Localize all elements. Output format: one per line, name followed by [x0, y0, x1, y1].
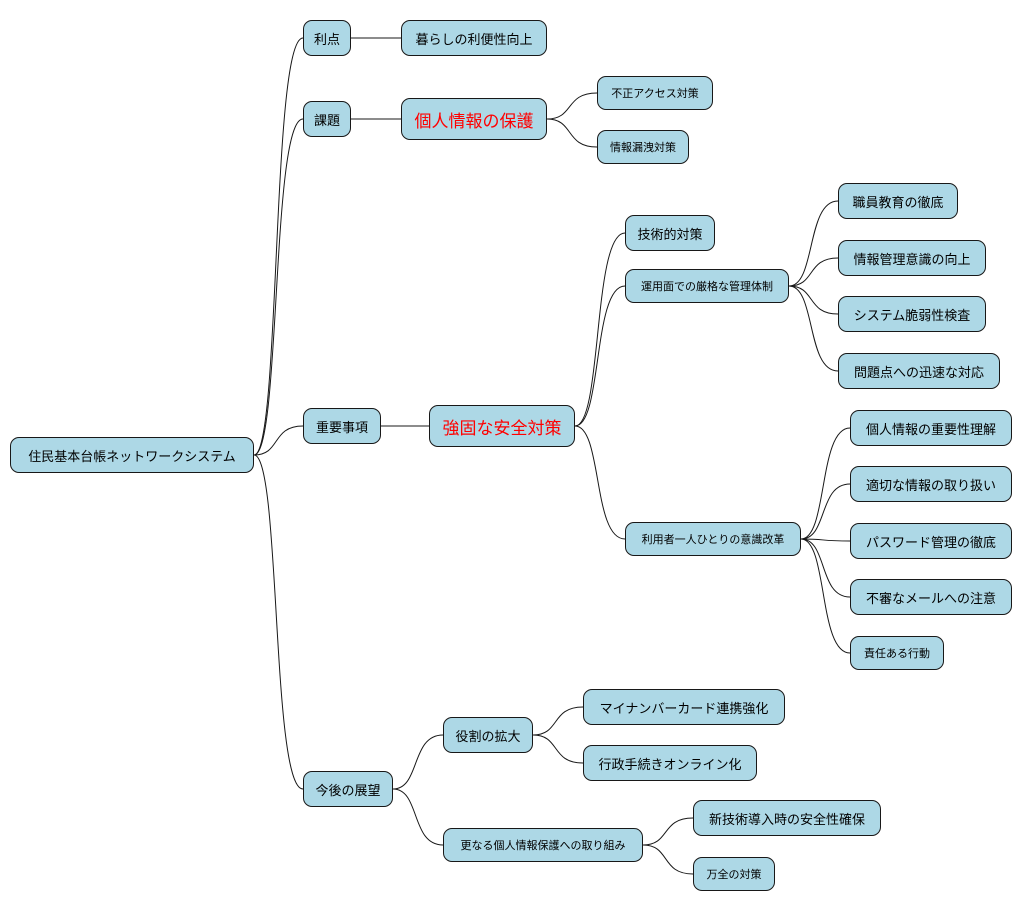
edge-user-to-user-2 [800, 538, 851, 542]
edge-ops-to-ops-3 [788, 285, 839, 372]
node-merit: 利点 [303, 20, 351, 56]
edge-future-to-protect [392, 788, 444, 846]
node-thorough-measures: 万全の対策 [693, 857, 775, 891]
edge-root-to-future [253, 454, 304, 790]
edge-ops-to-ops-0 [788, 200, 839, 287]
edge-protect-to-protect-0 [642, 817, 694, 846]
edge-future-to-role [392, 734, 444, 790]
edge-protect-to-protect-1 [642, 844, 694, 875]
node-further-protection: 更なる個人情報保護への取り組み [443, 828, 643, 862]
node-new-tech-safety: 新技術導入時の安全性確保 [693, 800, 881, 836]
node-convenience: 暮らしの利便性向上 [401, 20, 547, 56]
edge-root-to-issue [253, 118, 304, 456]
node-responsible-action: 責任ある行動 [850, 636, 944, 670]
node-robust-security: 強固な安全対策 [429, 405, 575, 447]
edge-user-to-user-3 [800, 538, 851, 598]
node-online-procedures: 行政手続きオンライン化 [583, 745, 757, 781]
edge-role-to-role-1 [532, 734, 584, 764]
node-mynumber: マイナンバーカード連携強化 [583, 689, 785, 725]
edge-user-to-user-0 [800, 427, 851, 540]
node-rapid-response: 問題点への迅速な対応 [838, 353, 1000, 389]
edge-user-to-user-4 [800, 538, 851, 654]
node-privacy-protection: 個人情報の保護 [401, 98, 547, 140]
edge-role-to-role-0 [532, 706, 584, 736]
node-suspicious-mail: 不審なメールへの注意 [850, 579, 1012, 615]
node-technical-measures: 技術的対策 [625, 215, 715, 251]
node-unauthorized-access: 不正アクセス対策 [597, 76, 713, 110]
edge-key-focus-to-ops [574, 285, 626, 427]
edge-root-to-merit [253, 37, 304, 456]
node-proper-handling: 適切な情報の取り扱い [850, 466, 1012, 502]
edge-key-focus-to-user [574, 425, 626, 540]
edge-key-focus-to-tech [574, 232, 626, 427]
node-user-awareness: 利用者一人ひとりの意識改革 [625, 522, 801, 556]
edge-user-to-user-1 [800, 483, 851, 540]
node-password: パスワード管理の徹底 [850, 523, 1012, 559]
node-importance: 個人情報の重要性理解 [850, 410, 1012, 446]
edge-issue-focus-to-issue-0 [546, 92, 598, 120]
node-role-expansion: 役割の拡大 [443, 717, 533, 753]
node-staff-training: 職員教育の徹底 [838, 183, 958, 219]
node-vulnerability-check: システム脆弱性検査 [838, 296, 986, 332]
node-key-points: 重要事項 [303, 408, 381, 444]
node-future-outlook: 今後の展望 [303, 771, 393, 807]
root-node: 住民基本台帳ネットワークシステム [10, 437, 254, 473]
node-issue: 課題 [303, 101, 351, 137]
node-info-awareness: 情報管理意識の向上 [838, 240, 986, 276]
edge-ops-to-ops-2 [788, 285, 839, 315]
edge-issue-focus-to-issue-1 [546, 118, 598, 148]
edge-ops-to-ops-1 [788, 257, 839, 287]
edge-root-to-key [253, 425, 304, 456]
node-data-leak: 情報漏洩対策 [597, 130, 689, 164]
node-operations: 運用面での厳格な管理体制 [625, 269, 789, 303]
